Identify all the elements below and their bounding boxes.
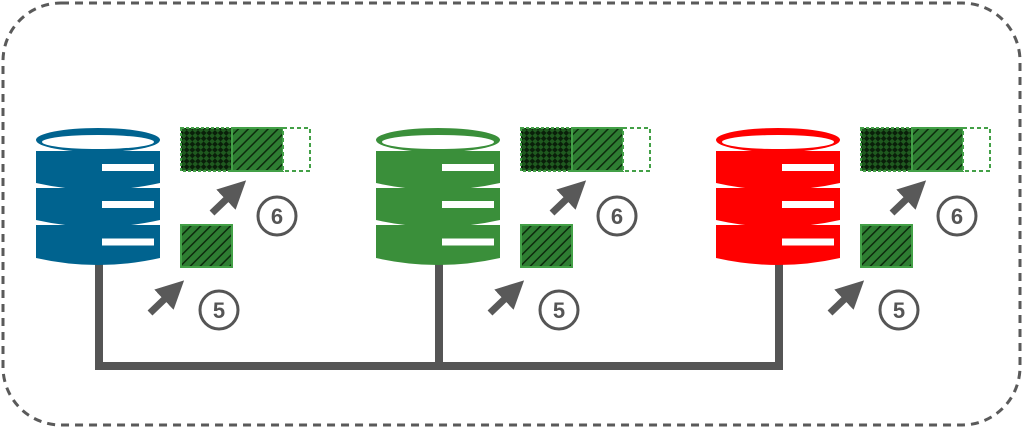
- badge-circle: [596, 195, 638, 237]
- step-badge-lower: 5: [198, 289, 240, 331]
- replica-block-row: [180, 127, 311, 172]
- badge-circle: [936, 195, 978, 237]
- block-checkered: [180, 127, 233, 172]
- block-hatched: [911, 127, 964, 172]
- block-hatched: [571, 127, 624, 172]
- database-disc: [376, 188, 500, 227]
- arrow-upper: [209, 180, 247, 216]
- arrow-lower: [147, 280, 185, 316]
- badge-label: 6: [271, 204, 283, 229]
- badge-label: 5: [893, 298, 905, 323]
- step-badge-upper: 6: [256, 195, 298, 237]
- badge-circle: [256, 195, 298, 237]
- database-disc-slot: [442, 164, 494, 171]
- badge-circle: [198, 289, 240, 331]
- database-icon: [36, 128, 160, 265]
- badge-label: 5: [553, 298, 565, 323]
- database-disc: [36, 151, 160, 190]
- database-top-inner: [42, 135, 154, 149]
- block-hatched-single: [180, 224, 233, 268]
- step-badge-upper: 6: [596, 195, 638, 237]
- database-disc-slot: [102, 238, 154, 246]
- replica-block-row: [520, 127, 651, 172]
- database-node-db-blue: 65: [36, 127, 311, 331]
- database-disc: [36, 188, 160, 227]
- badge-label: 6: [951, 204, 963, 229]
- database-disc: [376, 225, 500, 265]
- database-disc-slot: [102, 201, 154, 208]
- arrow-lower: [487, 280, 525, 316]
- block-empty: [622, 127, 651, 172]
- database-disc: [376, 151, 500, 190]
- database-disc-slot: [442, 238, 494, 246]
- badge-label: 5: [213, 298, 225, 323]
- block-empty: [962, 127, 991, 172]
- database-disc: [716, 188, 840, 227]
- database-node-db-green: 65: [376, 127, 651, 331]
- database-disc-slot: [782, 164, 834, 171]
- block-checkered: [520, 127, 573, 172]
- step-badge-lower: 5: [538, 289, 580, 331]
- block-empty: [282, 127, 311, 172]
- arrow-upper: [889, 180, 927, 216]
- database-top-inner: [382, 135, 494, 149]
- step-badge-lower: 5: [878, 289, 920, 331]
- database-disc-slot: [442, 201, 494, 208]
- replica-block-row: [860, 127, 991, 172]
- database-icon: [376, 128, 500, 265]
- database-top-inner: [722, 135, 834, 149]
- database-node-db-red: 65: [716, 127, 991, 331]
- badge-label: 6: [611, 204, 623, 229]
- badge-circle: [878, 289, 920, 331]
- database-disc: [36, 225, 160, 265]
- arrow-lower: [827, 280, 865, 316]
- database-disc: [716, 151, 840, 190]
- database-disc-slot: [782, 201, 834, 208]
- database-disc-slot: [102, 164, 154, 171]
- database-icon: [716, 128, 840, 265]
- connector-bus: [95, 264, 783, 370]
- database-disc: [716, 225, 840, 265]
- block-hatched: [231, 127, 284, 172]
- block-hatched-single: [520, 224, 573, 268]
- arrow-upper: [549, 180, 587, 216]
- block-checkered: [860, 127, 913, 172]
- database-disc-slot: [782, 238, 834, 246]
- badge-circle: [538, 289, 580, 331]
- step-badge-upper: 6: [936, 195, 978, 237]
- block-hatched-single: [860, 224, 913, 268]
